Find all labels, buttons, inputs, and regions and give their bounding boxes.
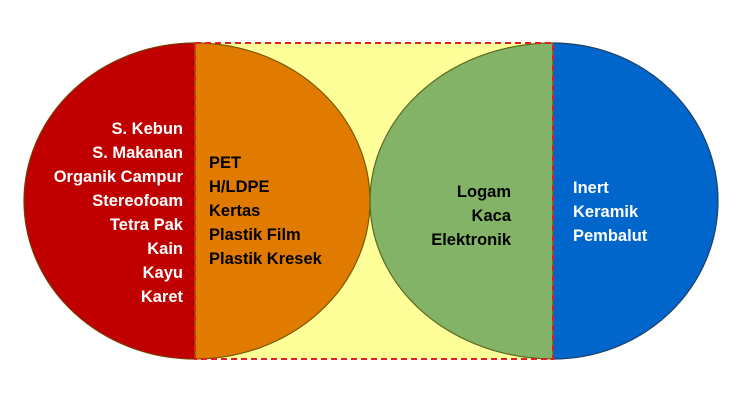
red-region-labels: S. Kebun S. Makanan Organik Campur Stere… xyxy=(54,120,184,306)
orange-label: PET xyxy=(209,154,241,172)
red-label: S. Makanan xyxy=(92,144,183,162)
green-region-labels: Logam Kaca Elektronik xyxy=(431,183,512,249)
orange-region-labels: PET H/LDPE Kertas Plastik Film Plastik K… xyxy=(209,154,323,268)
red-label: Tetra Pak xyxy=(110,216,184,234)
blue-region-labels: Inert Keramik Pembalut xyxy=(573,179,648,245)
red-label: Organik Campur xyxy=(54,168,184,186)
red-label: S. Kebun xyxy=(111,120,183,138)
right-blue-region xyxy=(552,42,719,360)
green-label: Logam xyxy=(457,183,511,201)
blue-label: Inert xyxy=(573,179,609,197)
blue-label: Keramik xyxy=(573,203,639,221)
red-label: Stereofoam xyxy=(92,192,183,210)
green-label: Kaca xyxy=(472,207,512,225)
blue-label: Pembalut xyxy=(573,227,648,245)
orange-label: Plastik Film xyxy=(209,226,301,244)
orange-label: H/LDPE xyxy=(209,178,270,196)
red-label: Kayu xyxy=(143,264,183,282)
red-label: Kain xyxy=(147,240,183,258)
orange-label: Kertas xyxy=(209,202,260,220)
green-region xyxy=(369,42,554,360)
left-red-region xyxy=(23,42,196,360)
red-label: Karet xyxy=(141,288,184,306)
center-dashed-border xyxy=(194,42,554,360)
green-label: Elektronik xyxy=(431,231,512,249)
orange-label: Plastik Kresek xyxy=(209,250,323,268)
